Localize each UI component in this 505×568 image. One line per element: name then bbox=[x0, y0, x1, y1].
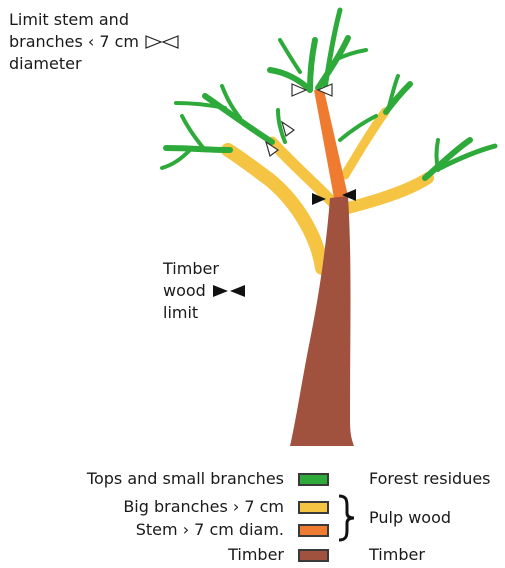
legend-row-timber: Timber Timber bbox=[0, 544, 505, 566]
legend-category-timber: Timber bbox=[369, 545, 425, 564]
filled-timber-markers bbox=[312, 189, 356, 205]
brace-icon bbox=[338, 494, 355, 542]
filled-marker-icon bbox=[212, 285, 245, 297]
limit-annotation: Limit stem and branches ‹ 7 cm diameter bbox=[9, 9, 179, 75]
legend-label: Timber bbox=[228, 545, 284, 564]
small-branches bbox=[160, 7, 498, 181]
legend-swatch-yellow bbox=[298, 501, 329, 514]
legend-swatch-orange bbox=[298, 524, 329, 537]
timber-line-2: wood bbox=[163, 281, 206, 300]
legend-label: Stem › 7 cm diam. bbox=[135, 520, 284, 539]
limit-line-3: diameter bbox=[9, 54, 82, 73]
legend-label: Tops and small branches bbox=[86, 469, 284, 488]
legend-row-pulp-label: Pulp wood bbox=[0, 507, 505, 529]
legend-row-residues: Tops and small branches Forest residues bbox=[0, 468, 505, 490]
legend-swatch-green bbox=[298, 473, 329, 486]
hollow-limit-markers bbox=[264, 83, 333, 158]
limit-line-1: Limit stem and bbox=[9, 10, 129, 29]
trunk-timber bbox=[290, 196, 354, 446]
timber-line-3: limit bbox=[163, 303, 199, 322]
legend-category-pulp: Pulp wood bbox=[369, 508, 452, 527]
legend-label: Big branches › 7 cm bbox=[123, 497, 284, 516]
stem-pulp bbox=[314, 90, 348, 198]
legend-category-residues: Forest residues bbox=[369, 469, 491, 488]
timber-limit-annotation: Timber wood limit bbox=[163, 258, 246, 324]
legend-swatch-brown bbox=[298, 549, 329, 562]
legend-row-stem: Stem › 7 cm diam. bbox=[0, 519, 505, 541]
legend-row-big-branches: Big branches › 7 cm bbox=[0, 496, 505, 518]
limit-line-2: branches ‹ 7 cm bbox=[9, 32, 140, 51]
timber-line-1: Timber bbox=[163, 259, 219, 278]
hollow-marker-icon bbox=[145, 35, 179, 49]
